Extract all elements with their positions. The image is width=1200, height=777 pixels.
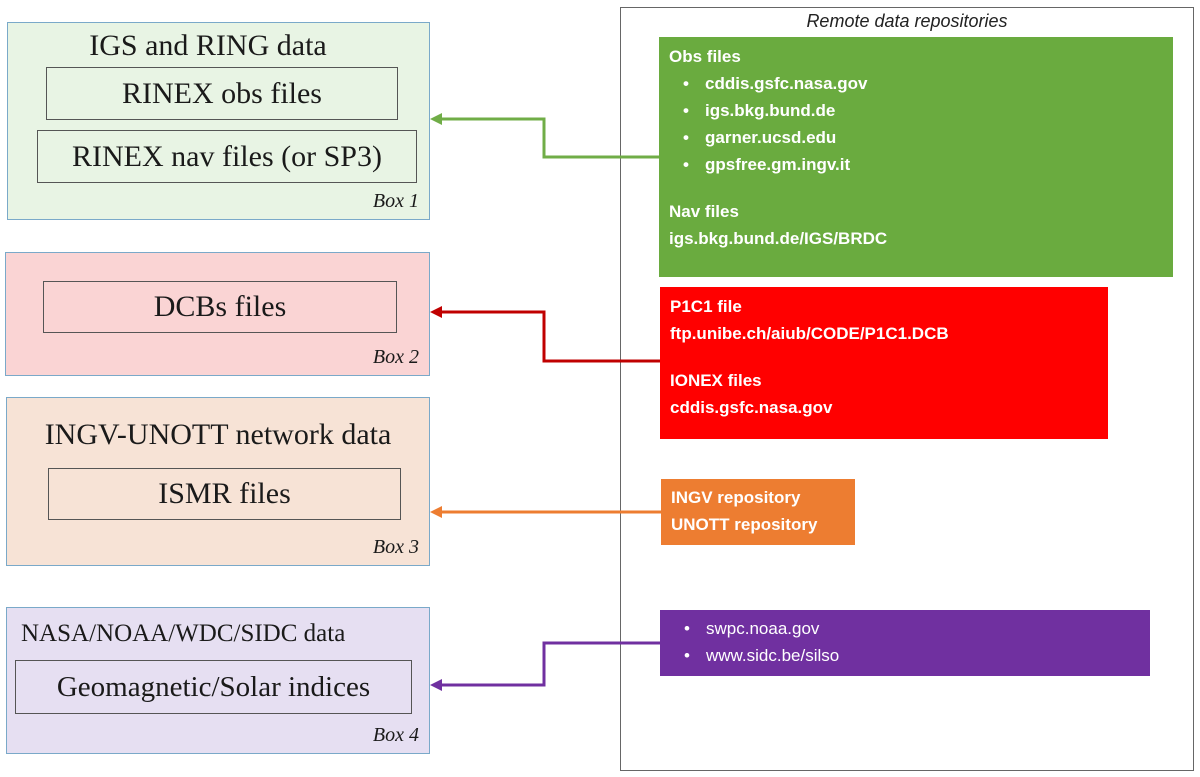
arrowhead-green xyxy=(430,113,442,125)
obs-item: gpsfree.gm.ingv.it xyxy=(669,151,1163,178)
nav-files-title: Nav files xyxy=(669,202,739,221)
box-2-dcbs: DCBs files Box 2 xyxy=(5,252,430,376)
box-3-heading: INGV-UNOTT network data xyxy=(44,418,392,451)
obs-item: cddis.gsfc.nasa.gov xyxy=(669,70,1163,97)
p1c1-item: ftp.unibe.ch/aiub/CODE/P1C1.DCB xyxy=(670,324,949,343)
box-4-label: Box 4 xyxy=(372,724,419,746)
geomagnetic-solar-indices: Geomagnetic/Solar indices xyxy=(15,660,412,714)
obs-files-title: Obs files xyxy=(669,47,741,66)
repo-p1c1-ionex: P1C1 file ftp.unibe.ch/aiub/CODE/P1C1.DC… xyxy=(660,287,1108,439)
ingv-repository: INGV repository xyxy=(671,488,801,507)
arrowhead-purple xyxy=(430,679,442,691)
repo-swpc-sidc: swpc.noaa.gov www.sidc.be/silso xyxy=(660,610,1150,676)
arrowhead-orange xyxy=(430,506,442,518)
rinex-nav-files: RINEX nav files (or SP3) xyxy=(37,130,417,183)
ionex-item: cddis.gsfc.nasa.gov xyxy=(670,398,833,417)
box-3-ingv-unott: INGV-UNOTT network data ISMR files Box 3 xyxy=(6,397,430,566)
box-4-heading: NASA/NOAA/WDC/SIDC data xyxy=(21,620,346,647)
dcbs-files: DCBs files xyxy=(43,281,397,333)
box-1-heading: IGS and RING data xyxy=(89,29,327,62)
sidc-item: www.sidc.be/silso xyxy=(670,642,1140,669)
repo-obs-nav: Obs files cddis.gsfc.nasa.gov igs.bkg.bu… xyxy=(659,37,1173,277)
box-1-igs-ring: IGS and RING data RINEX obs files RINEX … xyxy=(7,22,430,220)
ismr-files: ISMR files xyxy=(48,468,401,520)
box-1-label: Box 1 xyxy=(372,190,419,212)
box-2-label: Box 2 xyxy=(372,346,419,368)
remote-repositories-title: Remote data repositories xyxy=(806,11,1008,31)
p1c1-title: P1C1 file xyxy=(670,297,742,316)
obs-item: garner.ucsd.edu xyxy=(669,124,1163,151)
rinex-obs-files: RINEX obs files xyxy=(46,67,398,120)
box-4-nasa-noaa: NASA/NOAA/WDC/SIDC data Geomagnetic/Sola… xyxy=(6,607,430,754)
nav-files-item: igs.bkg.bund.de/IGS/BRDC xyxy=(669,229,888,248)
box-3-label: Box 3 xyxy=(372,536,419,558)
ionex-title: IONEX files xyxy=(670,371,762,390)
unott-repository: UNOTT repository xyxy=(671,515,818,534)
remote-repositories-panel xyxy=(620,7,1194,771)
obs-item: igs.bkg.bund.de xyxy=(669,97,1163,124)
arrowhead-red xyxy=(430,306,442,318)
swpc-item: swpc.noaa.gov xyxy=(670,615,1140,642)
repo-ingv-unott: INGV repository UNOTT repository xyxy=(661,479,855,545)
